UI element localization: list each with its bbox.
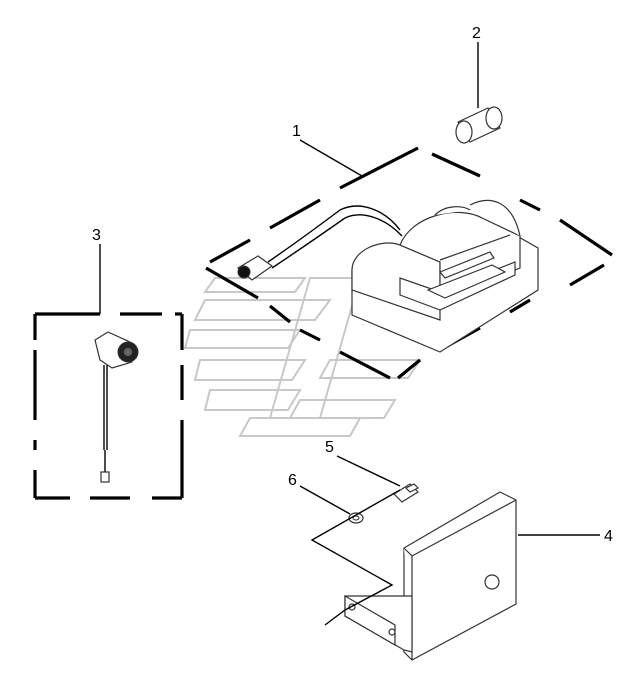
leader-lines — [99, 42, 600, 536]
part-3-connector — [33, 312, 184, 500]
callout-3: 3 — [92, 227, 101, 244]
callout-4: 4 — [604, 528, 613, 545]
part-1-cradle-assembly — [205, 146, 613, 380]
callout-1: 1 — [292, 123, 301, 140]
part-4-bracket — [344, 491, 517, 661]
watermark-logo — [183, 277, 422, 437]
part-6-washer — [348, 512, 364, 524]
assembly-lines — [310, 489, 401, 626]
callout-2: 2 — [472, 25, 481, 42]
callout-5: 5 — [325, 439, 334, 456]
callout-6: 6 — [288, 472, 297, 489]
part-2-sleeve — [455, 106, 503, 144]
part-5-bolt — [393, 483, 420, 503]
